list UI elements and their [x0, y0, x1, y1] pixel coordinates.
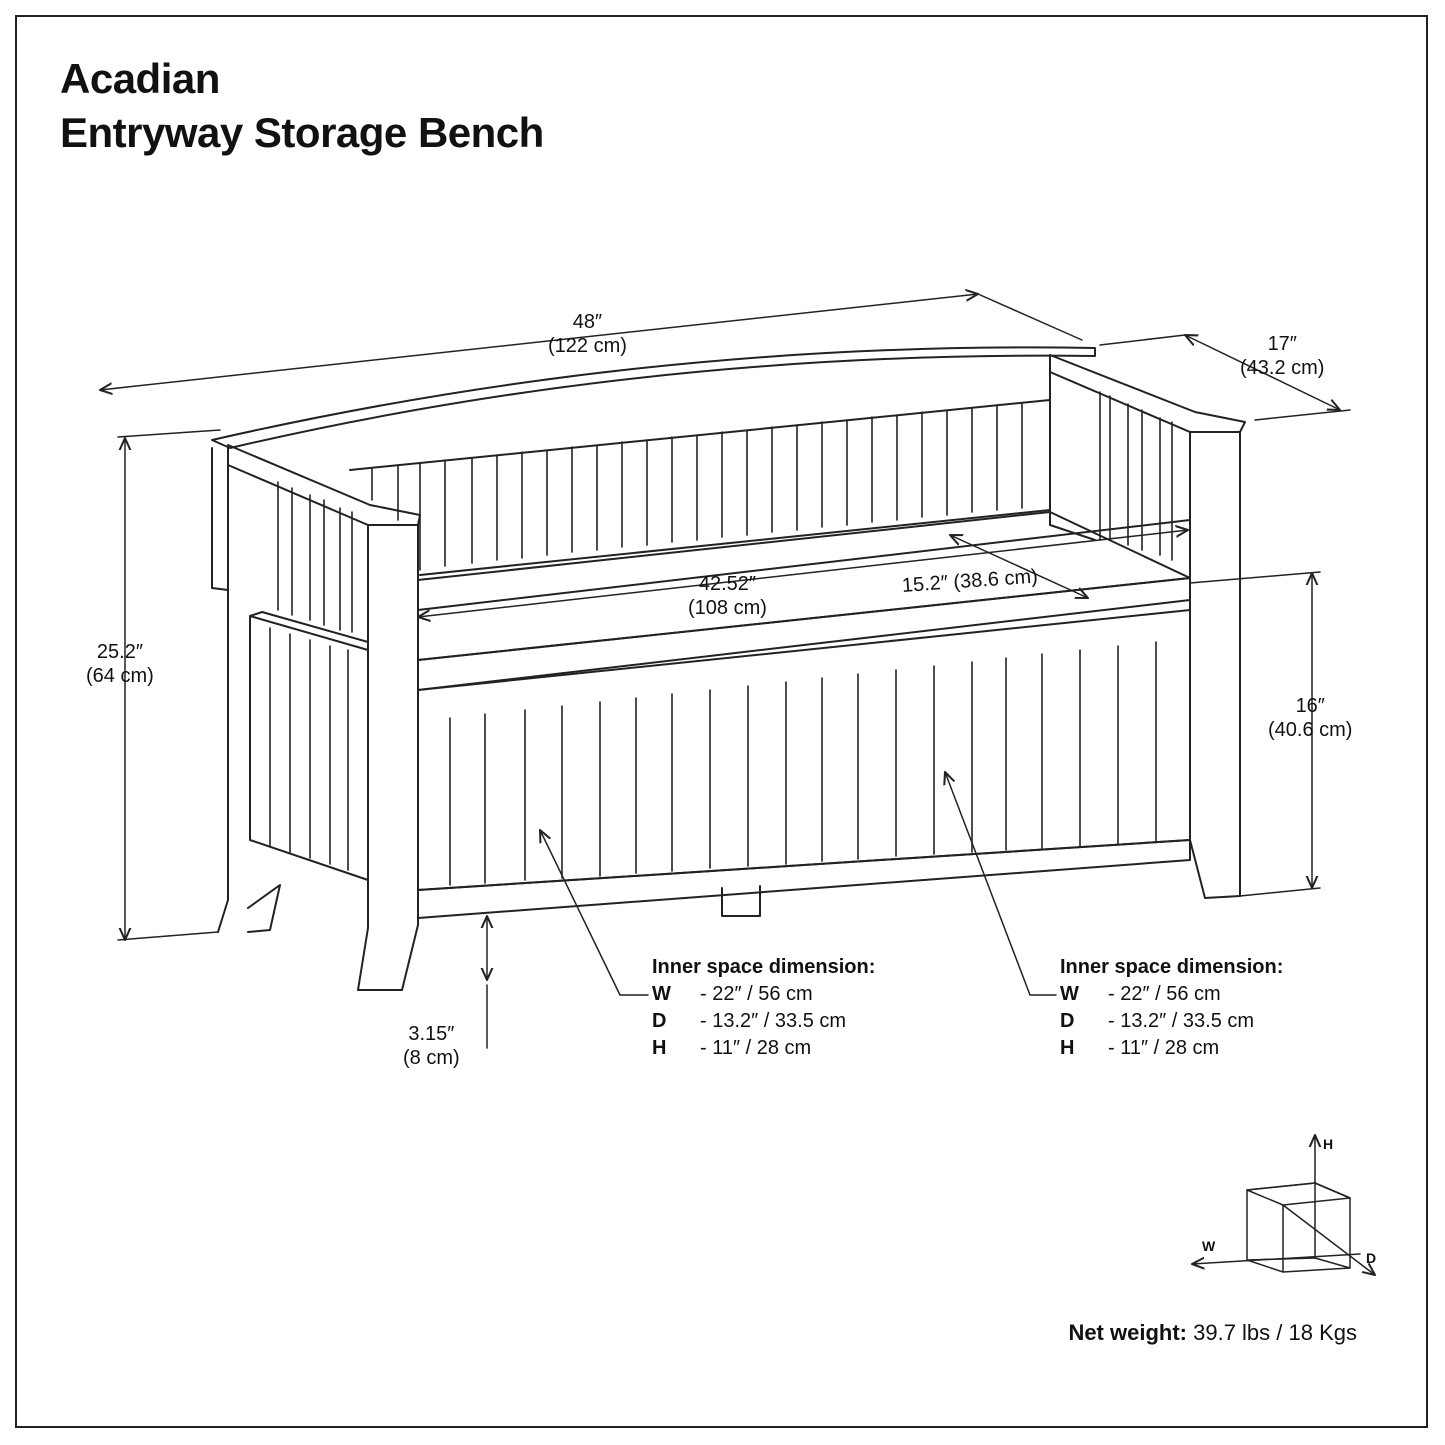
inner-key: H [652, 1037, 667, 1059]
inner-space-right: Inner space dimension: W - 22″ / 56 cm D… [1060, 954, 1283, 1062]
left-rear-stub [211, 447, 229, 591]
axis-w-label: W [1202, 1238, 1216, 1254]
left-side-panel [249, 615, 369, 881]
page-title: Acadian Entryway Storage Bench [60, 52, 544, 160]
leg-height-cm: (8 cm) [403, 1047, 460, 1069]
width-cm: (122 cm) [548, 335, 627, 357]
cube-top [1246, 1182, 1351, 1206]
depth-ext-bottom [1254, 409, 1351, 421]
inner-key: D [652, 1010, 667, 1032]
net-weight-value: 39.7 lbs / 18 Kgs [1187, 1320, 1357, 1345]
width-ext-right [977, 293, 1083, 341]
inner-key: W [1060, 983, 1079, 1005]
depth-inches: 17″ [1267, 333, 1297, 355]
diagram-frame [15, 15, 1428, 1428]
seat-width-cm: (108 cm) [688, 597, 767, 619]
inner-row-h: H - 11″ / 28 cm [652, 1035, 875, 1062]
depth-cm: (43.2 cm) [1240, 357, 1325, 379]
axis-h-label: H [1323, 1136, 1334, 1152]
bench-outline [211, 346, 1246, 991]
seat-width-label: 42.52″ (108 cm) [688, 572, 767, 620]
width-inches: 48″ [572, 311, 603, 333]
seat-lid-front [417, 577, 1191, 691]
depth-label: 17″ (43.2 cm) [1240, 332, 1324, 380]
inner-key: H [1060, 1037, 1075, 1059]
seat-front-edge [417, 519, 1191, 611]
seat-height-ext-top [1189, 571, 1321, 584]
axis-d-label: D [1366, 1250, 1377, 1266]
title-line-1: Acadian [60, 55, 220, 102]
inner-row-d: D - 13.2″ / 33.5 cm [652, 1008, 875, 1035]
right-rear-post [1049, 371, 1096, 541]
seat-height-inches: 16″ [1295, 695, 1325, 717]
right-side-slats [1099, 391, 1173, 561]
leg-height-label: 3.15″ (8 cm) [403, 1022, 460, 1070]
back-slats [371, 402, 1023, 571]
inner-right-leader [945, 772, 1057, 996]
height-label: 25.2″ (64 cm) [86, 640, 154, 688]
backrest-top-rail [211, 346, 1096, 449]
cube-hidden [1246, 1204, 1351, 1273]
dimension-lines [100, 293, 1351, 1049]
axis-d-line [1282, 1204, 1375, 1275]
seat-height-ext-bottom [1239, 887, 1321, 897]
rear-middle-leg [721, 885, 761, 917]
inner-space-heading: Inner space dimension: [1060, 956, 1284, 978]
left-rear-post [217, 464, 229, 933]
cube-right [1314, 1182, 1351, 1269]
inner-key: W [652, 983, 671, 1005]
width-ext-left [117, 429, 221, 438]
depth-ext-top [1099, 334, 1186, 346]
axis-indicator [1192, 1135, 1375, 1275]
net-weight-label: Net weight: [1068, 1320, 1187, 1345]
leg-height-inches: 3.15″ [408, 1023, 455, 1045]
right-armrest [1049, 354, 1246, 433]
inner-value: - 11″ / 28 cm [1108, 1037, 1220, 1059]
inner-row-h: H - 11″ / 28 cm [1060, 1035, 1283, 1062]
left-rear-leg [247, 884, 281, 933]
inner-value: - 22″ / 56 cm [700, 983, 813, 1005]
inner-key: D [1060, 1010, 1075, 1032]
left-side-slats [277, 481, 353, 633]
chest-front-slats [449, 641, 1157, 886]
width-label: 48″ (122 cm) [548, 310, 627, 358]
title-line-2: Entryway Storage Bench [60, 109, 544, 156]
depth-dim-line [1185, 335, 1340, 410]
inner-value: - 13.2″ / 33.5 cm [700, 1010, 847, 1032]
seat-width-dim-line [418, 530, 1188, 617]
left-side-panel-top [249, 611, 369, 643]
net-weight: Net weight: 39.7 lbs / 18 Kgs [1068, 1320, 1357, 1346]
height-inches: 25.2″ [96, 641, 143, 663]
inner-row-w: W - 22″ / 56 cm [652, 981, 875, 1008]
height-cm: (64 cm) [86, 665, 154, 687]
seat-width-inches: 42.52″ [698, 573, 757, 595]
left-panel-slats [269, 627, 349, 871]
inner-row-w: W - 22″ / 56 cm [1060, 981, 1283, 1008]
axis-w-line [1192, 1253, 1361, 1264]
right-front-post [1189, 431, 1241, 899]
seat-height-label: 16″ (40.6 cm) [1268, 694, 1352, 742]
height-ext-bottom [117, 931, 219, 941]
seat-height-cm: (40.6 cm) [1268, 719, 1353, 741]
inner-space-heading: Inner space dimension: [652, 956, 876, 978]
inner-value: - 13.2″ / 33.5 cm [1108, 1010, 1255, 1032]
inner-value: - 22″ / 56 cm [1108, 983, 1221, 1005]
inner-value: - 11″ / 28 cm [700, 1037, 812, 1059]
inner-left-leader [540, 830, 649, 996]
chest-bottom-rail [417, 839, 1191, 919]
inner-space-left: Inner space dimension: W - 22″ / 56 cm D… [652, 954, 875, 1062]
width-dim-line [100, 294, 978, 390]
inner-row-d: D - 13.2″ / 33.5 cm [1060, 1008, 1283, 1035]
